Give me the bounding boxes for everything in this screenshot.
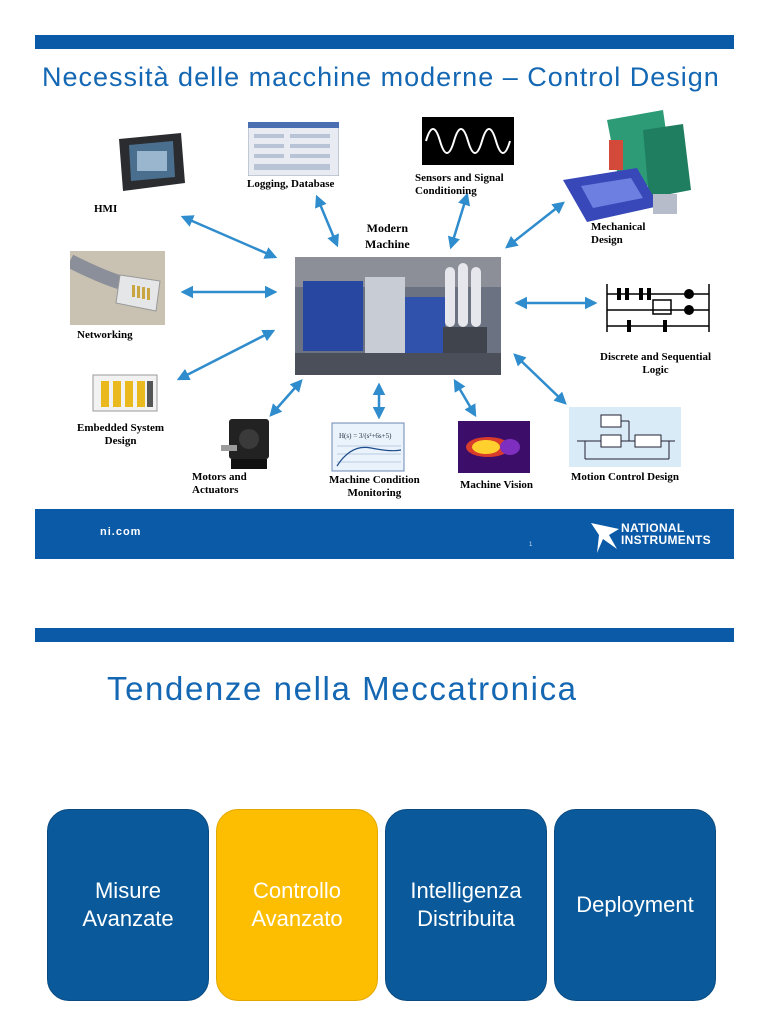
ni-logo: NATIONAL INSTRUMENTS: [591, 519, 721, 553]
slide-mechatronics-trends: Tendenze nella Meccatronica Misure Avanz…: [35, 628, 734, 1024]
tile-intelligenza-distribuita[interactable]: Intelligenza Distribuita: [385, 809, 547, 1001]
ladder-logic-image: [606, 284, 710, 332]
arrow-hmi: [180, 215, 278, 259]
label-mechanical: Mechanical Design: [591, 221, 646, 246]
sensor-signal-image: [422, 117, 514, 165]
arrow-sensors: [447, 192, 471, 250]
top-bar: [35, 628, 734, 642]
tile-label: Controllo Avanzato: [251, 878, 343, 931]
label-motion: Motion Control Design: [571, 471, 679, 483]
top-bar: [35, 35, 734, 49]
svg-text:H(s) = 3/(s²+6s+5): H(s) = 3/(s²+6s+5): [339, 432, 392, 440]
slide-title: Tendenze nella Meccatronica: [107, 670, 578, 707]
arrow-motors: [269, 379, 303, 417]
hmi-image: [119, 133, 185, 191]
slide-footer: ni.com 1 NATIONAL INSTRUMENTS: [35, 509, 734, 559]
mechanical-design-image: [563, 110, 691, 222]
label-networking: Networking: [77, 329, 133, 341]
arrow-mechanical: [505, 201, 565, 249]
label-sensors: Sensors and Signal Conditioning: [415, 172, 504, 197]
label-motors: Motors and Actuators: [192, 471, 247, 496]
logging-database-image: [248, 122, 339, 176]
page-number: 1: [529, 542, 533, 548]
tile-controllo-avanzato[interactable]: Controllo Avanzato: [216, 809, 378, 1001]
networking-cable-image: [70, 251, 165, 325]
label-embedded: Embedded System Design: [77, 422, 165, 447]
label-logging: Logging, Database: [247, 178, 335, 190]
tile-deployment[interactable]: Deployment: [554, 809, 716, 1001]
arrow-motion: [513, 353, 567, 405]
embedded-system-image: [92, 374, 158, 412]
connection-arrows: [176, 192, 598, 420]
logo-wordmark: NATIONAL INSTRUMENTS: [621, 521, 711, 547]
tile-misure-avanzate[interactable]: Misure Avanzate: [47, 809, 209, 1001]
tile-label: Intelligenza Distribuita: [410, 878, 522, 931]
motion-control-image: [569, 407, 681, 467]
slide-title: Necessità delle macchine moderne – Contr…: [42, 62, 720, 92]
arrow-embedded: [176, 329, 276, 381]
arrow-logging: [315, 194, 339, 248]
center-label: Modern Machine: [365, 221, 410, 251]
motor-actuator-image: [221, 419, 269, 469]
modern-machine-image: [295, 257, 501, 375]
label-vision: Machine Vision: [460, 479, 534, 491]
tile-label: Misure Avanzate: [82, 878, 174, 931]
label-discrete: Discrete and Sequential Logic: [600, 351, 712, 376]
slide-control-design: Necessità delle macchine moderne – Contr…: [35, 35, 734, 559]
tile-label: Deployment: [576, 892, 694, 917]
website-link[interactable]: ni.com: [100, 526, 142, 538]
eagle-logo-icon: [591, 523, 619, 553]
condition-monitoring-image: H(s) = 3/(s²+6s+5): [331, 422, 405, 472]
machine-vision-image: [458, 421, 530, 473]
label-hmi: HMI: [94, 203, 118, 215]
label-condition: Machine Condition Monitoring: [329, 474, 420, 499]
arrow-vision: [453, 378, 477, 418]
